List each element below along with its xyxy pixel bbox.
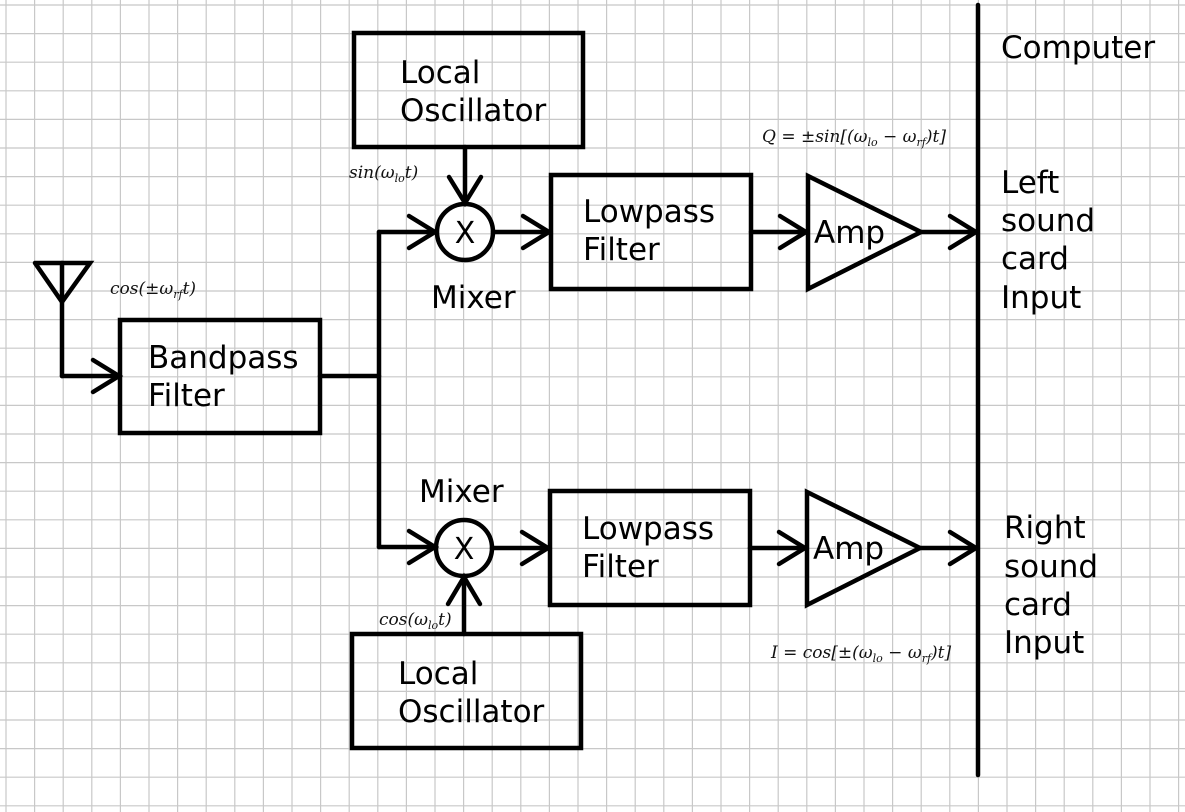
lo-sin-equation: sin(ωlot) [349, 163, 418, 185]
lo-top-to-mixer-arrow [446, 144, 484, 208]
lowpass-filter-bottom-block: Lowpass Filter [547, 488, 753, 608]
lpf-bottom-to-amp-arrow [747, 529, 810, 567]
lo-top-label-line1: Local [400, 55, 480, 91]
amp-top-label: Amp [814, 215, 885, 251]
lpf-bottom-label-line2: Filter [582, 549, 659, 585]
amp-top-to-computer-arrow [918, 213, 981, 251]
lo-bottom-label-line2: Oscillator [398, 694, 545, 730]
svg-text:Right: Right [1004, 510, 1086, 546]
svg-text:sound: sound [1001, 203, 1095, 239]
svg-text:Input: Input [1004, 625, 1084, 661]
svg-text:Input: Input [1001, 280, 1081, 316]
i-output-equation: I = cos[±(ωlo − ωrf)t] [770, 643, 951, 665]
bandpass-label-line2: Filter [148, 378, 225, 414]
bandpass-label-line1: Bandpass [148, 340, 299, 376]
amplifier-bottom-block: Amp [804, 488, 926, 609]
rf-signal-equation: cos(±ωrft) [110, 279, 196, 301]
mixer-top-label: Mixer [431, 280, 516, 316]
antenna-to-bandpass-arrow [59, 357, 124, 395]
mixer-top: X Mixer [431, 201, 516, 316]
lo-bottom-to-mixer-arrow [445, 572, 483, 637]
mixer-bottom-to-lpf-arrow [489, 529, 553, 567]
mixer-top-symbol: X [455, 216, 476, 251]
right-sound-card-input-label: Right sound card Input [1004, 510, 1098, 661]
local-oscillator-bottom-block: Local Oscillator [349, 631, 584, 751]
lowpass-filter-top-block: Lowpass Filter [548, 172, 754, 292]
svg-text:Left: Left [1001, 165, 1059, 201]
mixer-bottom-label: Mixer [419, 474, 504, 510]
mixer-bottom: X Mixer [419, 474, 504, 579]
lpf-top-label-line1: Lowpass [583, 194, 715, 230]
mixer-bottom-symbol: X [454, 532, 475, 567]
lpf-top-label-line2: Filter [583, 232, 660, 268]
local-oscillator-top-block: Local Oscillator [351, 30, 586, 150]
svg-text:sound: sound [1004, 549, 1098, 585]
computer-label: Computer [1001, 30, 1155, 66]
amp-bottom-to-computer-arrow [917, 529, 981, 567]
antenna-icon [32, 260, 95, 379]
left-sound-card-input-label: Left sound card Input [1001, 165, 1095, 316]
lo-cos-equation: cos(ωlot) [379, 610, 452, 632]
amplifier-top-block: Amp [805, 172, 927, 293]
q-output-equation: Q = ±sin[(ωlo − ωrf)t] [762, 127, 946, 149]
lo-top-label-line2: Oscillator [400, 93, 547, 129]
lpf-bottom-label-line1: Lowpass [582, 511, 714, 547]
amp-bottom-label: Amp [813, 531, 884, 567]
svg-text:card: card [1001, 241, 1069, 277]
lo-bottom-label-line1: Local [398, 656, 478, 692]
splitter-wires [317, 213, 440, 566]
svg-text:card: card [1004, 587, 1072, 623]
